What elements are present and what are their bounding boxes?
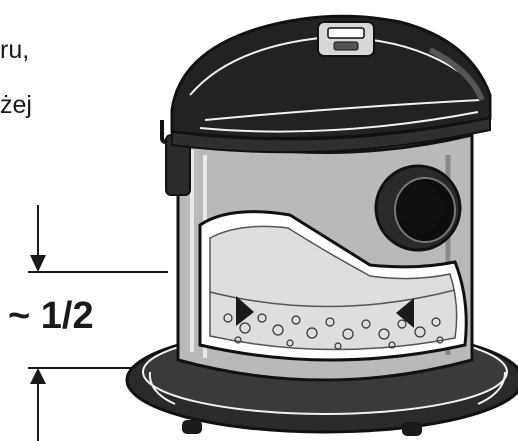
power-switch (318, 22, 374, 56)
measurement-marks (28, 205, 168, 441)
arrow-down-icon (30, 255, 46, 272)
vacuum-lid (172, 16, 490, 152)
